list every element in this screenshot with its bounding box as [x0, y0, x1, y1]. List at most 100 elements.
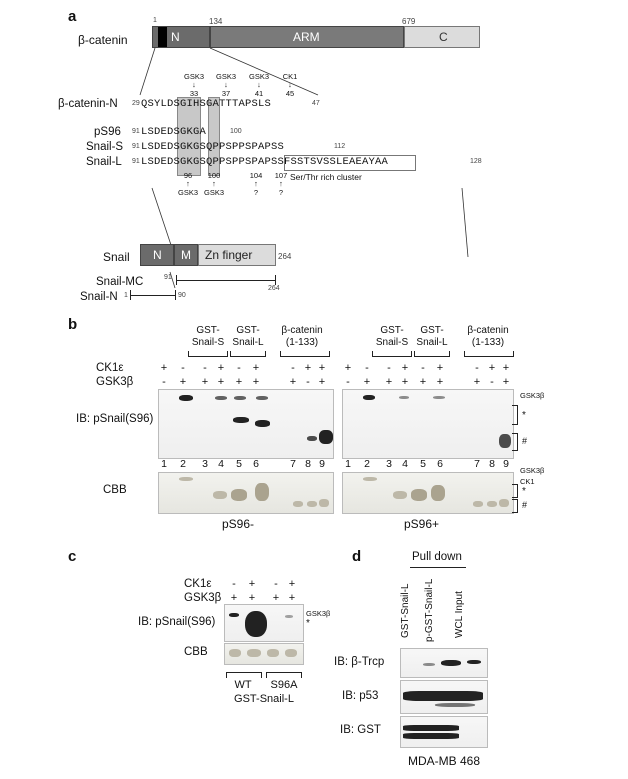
snail-s-sequence: LSDEDSGKGSQPPSPPSPAPSS: [141, 141, 285, 153]
bcat-n-row-label: β-catenin-N: [58, 98, 118, 110]
ser-thr-cluster-label: Ser/Thr rich cluster: [290, 172, 362, 182]
b-cbb-marker-star: *: [522, 486, 526, 497]
arrow-up-icon: ↑: [254, 179, 258, 188]
band-p53-lower: [435, 703, 475, 707]
band-gsk3b: [256, 396, 268, 400]
band-faint: [423, 663, 435, 666]
c-s96a-bracket: [266, 672, 302, 678]
beta-catenin-domain-bar: N ARM C: [152, 26, 480, 48]
ck1-sign: -: [203, 362, 207, 374]
d-p53-blot: [400, 680, 488, 714]
snail-n-tick-left: [130, 290, 131, 300]
snail-kinase-1: GSK3: [177, 188, 198, 197]
ps96-sequence: LSDEDSGKGA: [141, 126, 207, 138]
ck1-sign: +: [304, 362, 312, 374]
cbb-band: [229, 649, 241, 657]
c-caption: GST-Snail-L: [234, 693, 294, 705]
lane-number: 2: [180, 458, 186, 470]
bcat-c-text: C: [439, 30, 448, 44]
bcat-n-start: 29: [132, 100, 140, 107]
b-row-ck1-label: CK1ε: [96, 362, 124, 374]
snail-mc-tick-left: [176, 275, 177, 285]
lane-number: 5: [236, 458, 242, 470]
bcat-n-text: N: [171, 30, 180, 44]
snail-n-tick-right: [175, 290, 176, 300]
ck1-sign: +: [436, 362, 444, 374]
snail-label: Snail: [103, 250, 130, 264]
snail-l-sequence: LSDEDSGKGSQPPSPPSPAPSSFSSTSVSSLEAEAYAA: [141, 156, 389, 168]
bcat-arm-text: ARM: [293, 30, 320, 44]
band-gsk3b: [179, 395, 193, 401]
group-bcat-left: β-catenin (1-133): [281, 325, 323, 348]
bracket-bcat-left: [280, 351, 330, 357]
gsk-sign: +: [235, 376, 243, 388]
d-lane-labels: GST-Snail-L p-GST-Snail-L WCL Input: [396, 574, 486, 644]
gsk-sign: +: [201, 376, 209, 388]
b-cbb-marker-gsk: GSK3β: [520, 466, 545, 475]
snail-site-107: 107: [274, 171, 288, 180]
b-ib-blot-left: [158, 389, 334, 459]
c-row-gsk-label: GSK3β: [184, 592, 222, 604]
band-star: [233, 417, 249, 423]
gsk-sign: +: [436, 376, 444, 388]
bcat-c-domain: C: [404, 26, 480, 48]
band-p53: [403, 691, 483, 701]
bcat-n-end: 47: [312, 100, 320, 107]
gsk-sign: -: [162, 376, 166, 388]
site-45: 45: [285, 89, 295, 98]
lane-number: 1: [345, 458, 351, 470]
b-marker-bracket-hash: [512, 433, 518, 451]
bcat-pos-679: 679: [402, 17, 416, 26]
snail-zn-text: Zn finger: [205, 248, 253, 262]
gsk-sign: +: [252, 376, 260, 388]
b-cbb-bracket-star: [512, 484, 518, 498]
ck1-sign: -: [237, 362, 241, 374]
snail-site-96: 96: [183, 171, 193, 180]
bracket-snail-l-right: [414, 351, 450, 357]
lane-number: 9: [503, 458, 509, 470]
ck1-sign: +: [488, 362, 496, 374]
arrow-up-icon: ↑: [279, 179, 283, 188]
arrow-down-icon: ↓: [224, 80, 228, 89]
d-gst-blot: [400, 716, 488, 748]
band-gsk3b: [229, 613, 239, 617]
snail-l-end: 128: [470, 158, 482, 165]
cbb-band: [267, 649, 279, 657]
gsk-sign: -: [346, 376, 350, 388]
panel-c-label: c: [68, 548, 77, 565]
ck1-sign: +: [401, 362, 409, 374]
b-marker-bracket-star: [512, 405, 518, 425]
bcat-n-sequence: QSYLDSGIHSGATTTAPSLS: [141, 98, 272, 110]
gsk-sign: +: [419, 376, 427, 388]
c-gsk-sign: +: [272, 592, 280, 604]
cbb-band: [213, 491, 227, 499]
cbb-band: [247, 649, 261, 657]
bracket-snail-s-left: [188, 351, 228, 357]
c-cbb-blot: [224, 643, 304, 665]
ck1-sign: +: [217, 362, 225, 374]
ck1-sign: -: [421, 362, 425, 374]
bcat-arm-domain: ARM: [210, 26, 404, 48]
b-marker-hash: #: [522, 436, 528, 446]
cbb-band: [487, 501, 497, 507]
cbb-band: [231, 489, 247, 501]
panel-d-label: d: [352, 548, 362, 565]
ck1-sign: +: [344, 362, 352, 374]
kinase-label-2: GSK3: [215, 72, 236, 81]
b-ib-label: IB: pSnail(S96): [76, 413, 154, 425]
band-gsk3b: [234, 396, 246, 400]
d-btrcp-blot: [400, 648, 488, 678]
bcat-black-motif: [158, 27, 167, 47]
snail-kinase-2: GSK3: [203, 188, 224, 197]
snail-s-end: 112: [334, 143, 346, 150]
d-pulldown-label: Pull down: [412, 551, 462, 563]
snail-mc-tick-right: [275, 275, 276, 285]
lane-number: 4: [402, 458, 408, 470]
b-caption-left: pS96-: [222, 517, 255, 531]
c-row-ck1-label: CK1ε: [184, 578, 212, 590]
cbb-band: [411, 489, 427, 501]
band-btrcp: [467, 660, 481, 664]
d-ib1-label: IB: β-Trcp: [334, 656, 385, 668]
ck1-sign: -: [291, 362, 295, 374]
site-41: 41: [254, 89, 264, 98]
